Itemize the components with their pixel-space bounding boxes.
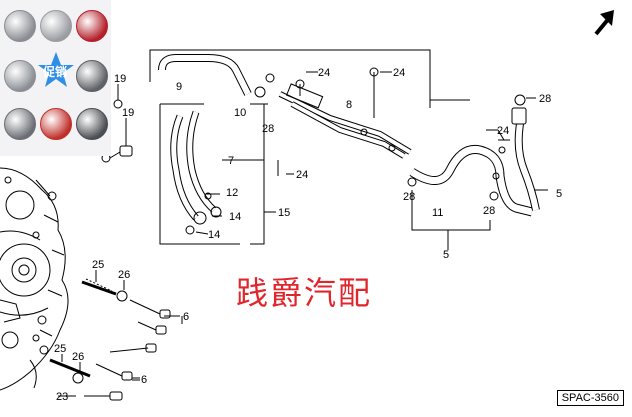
callout-10: 10 [234, 107, 246, 119]
callout-25-upper: 25 [92, 259, 104, 271]
callout-14-lower: 14 [208, 229, 220, 241]
watermark-text: 践爵汽配 [236, 274, 373, 312]
callout-15: 15 [278, 207, 290, 219]
honda-logo-icon [4, 10, 36, 42]
hose-kit-group-15 [159, 103, 276, 245]
swirl-logo-icon [76, 108, 108, 140]
promo-star-icon: 促销 [36, 50, 76, 90]
fiat-logo-icon [76, 10, 108, 42]
lincoln-logo-icon [76, 60, 108, 92]
callout-24-b: 24 [393, 67, 405, 79]
callout-26-lower: 26 [72, 351, 84, 363]
callout-8: 8 [346, 99, 352, 111]
callout-9: 9 [176, 81, 182, 93]
callout-24-d: 24 [497, 125, 509, 137]
callout-28-a: 28 [262, 123, 274, 135]
callout-28-b: 28 [403, 191, 415, 203]
callout-19-lower: 19 [122, 107, 134, 119]
toyota-logo-icon [40, 10, 72, 42]
peugeot-logo-icon [40, 108, 72, 140]
callout-12: 12 [226, 187, 238, 199]
transmission-housing [0, 167, 69, 391]
mazda-logo-icon [4, 60, 36, 92]
star-shape [38, 52, 74, 87]
fastener-group [32, 270, 180, 401]
callout-28-d: 28 [539, 93, 551, 105]
hose-kit-group-upper [149, 49, 470, 159]
diagram-code-label: SPAC-3560 [556, 390, 624, 406]
callout-24-a: 24 [318, 67, 330, 79]
promo-badge-text: 促销 [43, 65, 68, 79]
nissan-logo-icon [4, 108, 36, 140]
callout-6-lower: 6 [141, 374, 147, 386]
callout-5-lower: 5 [443, 249, 449, 261]
hose-kit-group-5 [407, 94, 548, 250]
callout-19-upper: 19 [114, 73, 126, 85]
direction-arrow-icon [594, 10, 614, 36]
callout-labels: 5 5 6 6 7 8 9 10 11 12 14 14 15 19 19 23… [54, 67, 562, 403]
callout-7: 7 [228, 155, 234, 167]
callout-26-upper: 26 [118, 269, 130, 281]
brand-logo-panel: 促销 [0, 0, 111, 156]
callout-24-c: 24 [296, 169, 308, 181]
callout-25-lower: 25 [54, 343, 66, 355]
callout-23: 23 [56, 391, 68, 403]
callout-6-upper: 6 [183, 311, 189, 323]
callout-14-upper: 14 [229, 211, 241, 223]
callout-28-c: 28 [483, 205, 495, 217]
callout-11: 11 [432, 207, 443, 219]
callout-5-upper: 5 [556, 188, 562, 200]
leader-lines [132, 71, 536, 381]
